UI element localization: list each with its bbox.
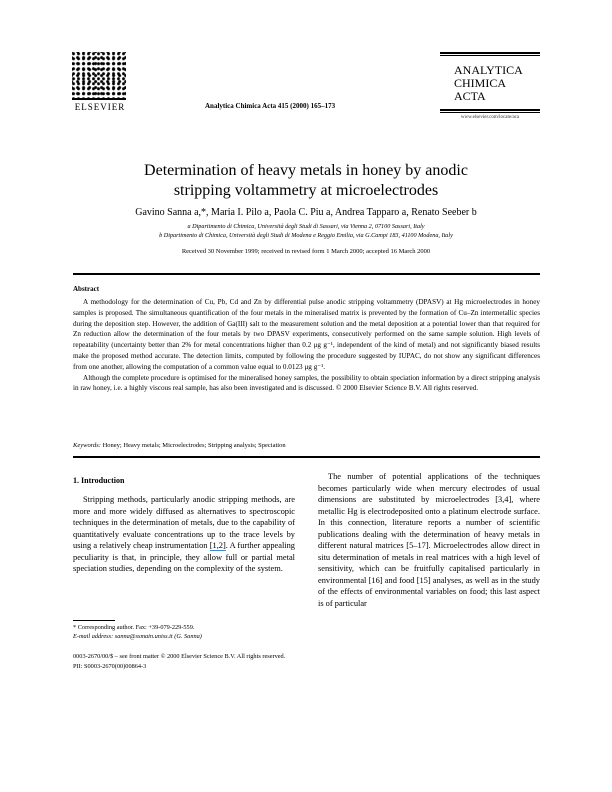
abstract-body: A methodology for the determination of C… <box>73 297 540 394</box>
intro-paragraph-right: The number of potential applications of … <box>318 472 540 608</box>
elsevier-logo: ELSEVIER <box>72 52 128 114</box>
divider <box>73 273 540 275</box>
publisher-name: ELSEVIER <box>74 102 126 112</box>
corresponding-author: * Corresponding author. Fax: +39-079-229… <box>73 624 195 631</box>
abstract-paragraph-1: A methodology for the determination of C… <box>73 298 540 371</box>
brand-line-2: CHIMICA <box>454 76 507 90</box>
section-heading: 1. Introduction <box>73 476 125 485</box>
elsevier-tree-icon <box>72 52 126 100</box>
copyright-line: 0003-2670/00/$ – see front matter © 2000… <box>73 653 286 660</box>
copyright: 0003-2670/00/$ – see front matter © 2000… <box>73 652 285 672</box>
abstract-heading: Abstract <box>73 285 100 293</box>
article-title: Determination of heavy metals in honey b… <box>0 161 612 201</box>
title-line-2: stripping voltammetry at microelectrodes <box>173 182 439 199</box>
affiliation-b: b Dipartimento di Chimica, Università de… <box>159 232 453 239</box>
email-address[interactable]: E-mail address: sanna@ssmain.uniss.it (G… <box>73 633 202 640</box>
intro-paragraph-left: Stripping methods, particularly anodic s… <box>73 495 295 573</box>
affiliation-a: a Dipartimento di Chimica, Università de… <box>187 223 425 230</box>
brand-line-1: ANALYTICA <box>454 63 523 77</box>
authors: Gavino Sanna a,*, Maria I. Pilo a, Paola… <box>135 207 477 218</box>
divider <box>73 456 540 458</box>
citation-link[interactable]: [1,2] <box>209 541 226 551</box>
title-line-1: Determination of heavy metals in honey b… <box>144 162 468 179</box>
pii: PII: S0003-2670(00)00864-3 <box>73 663 147 670</box>
received-dates: Received 30 November 1999; received in r… <box>181 248 431 255</box>
right-column: The number of potential applications of … <box>318 471 540 609</box>
journal-url[interactable]: www.elsevier.com/locate/aca <box>460 115 520 120</box>
footnote: * Corresponding author. Fax: +39-079-229… <box>73 623 202 641</box>
brand-line-3: ACTA <box>454 89 486 103</box>
journal-reference: Analytica Chimica Acta 415 (2000) 165–17… <box>205 102 336 110</box>
keywords: Keywords: Honey; Heavy metals; Microelec… <box>73 442 540 449</box>
footnote-rule <box>73 620 115 621</box>
left-column: Stripping methods, particularly anodic s… <box>73 494 295 575</box>
keywords-list: Honey; Heavy metals; Microelectrodes; St… <box>102 442 286 449</box>
abstract-paragraph-2: Although the complete procedure is optim… <box>73 373 540 393</box>
keywords-label: Keywords: <box>73 442 101 449</box>
journal-brand: ANALYTICA CHIMICA ACTA www.elsevier.com/… <box>440 52 540 120</box>
